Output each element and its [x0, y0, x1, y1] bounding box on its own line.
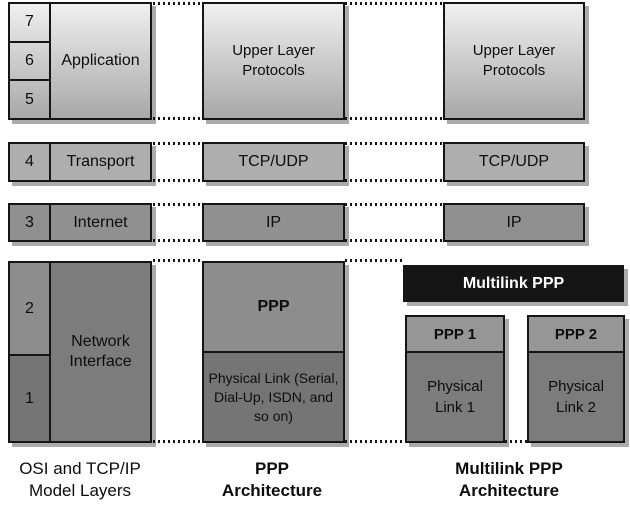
layer-7-cell: 7 — [10, 4, 49, 43]
internet-label: Internet — [73, 213, 128, 231]
dotted-connector — [153, 2, 202, 5]
multilink-ppp-bar: Multilink PPP — [403, 265, 624, 302]
application-layer-box: 7 6 5 Application — [8, 2, 152, 120]
layer-3-cell: 3 — [25, 213, 34, 231]
physical-link-2-label: Physical Link 2 — [529, 353, 623, 441]
physical-link-label: Physical Link (Serial, Dial-Up, ISDN, an… — [204, 353, 343, 441]
ip-label: IP — [506, 213, 522, 231]
upper-layer-protocols-label: Upper Layer Protocols — [232, 42, 315, 79]
dotted-connector — [345, 117, 443, 120]
upper-layer-protocols-label: Upper Layer Protocols — [472, 42, 556, 79]
ppp-physical-box: PPP Physical Link (Serial, Dial-Up, ISDN… — [202, 261, 345, 443]
ppp-upper-layer-protocols-box: Upper Layer Protocols — [202, 2, 345, 120]
layer-6-cell: 6 — [10, 43, 49, 82]
dotted-connector — [505, 440, 527, 443]
ppp-label: PPP — [204, 263, 343, 353]
layer-4-cell: 4 — [25, 153, 34, 170]
tcp-udp-label: TCP/UDP — [478, 153, 550, 170]
tcp-udp-label: TCP/UDP — [238, 153, 309, 170]
internet-layer-box: 3 Internet — [8, 203, 152, 242]
dotted-connector — [153, 440, 202, 443]
dotted-connector — [153, 203, 202, 206]
layer-1-cell: 1 — [10, 356, 49, 441]
multilink-tcp-udp-box: TCP/UDP — [443, 142, 585, 182]
physical-link-1-label: Physical Link 1 — [407, 353, 503, 441]
dotted-connector — [345, 179, 443, 182]
multilink-ip-box: IP — [443, 203, 585, 242]
multilink-upper-layer-protocols-box: Upper Layer Protocols — [443, 2, 585, 120]
dotted-connector — [345, 2, 443, 5]
layer-number-column: 2 1 — [10, 263, 51, 441]
dotted-connector — [153, 259, 202, 262]
dotted-connector — [345, 440, 405, 443]
ppp1-label: PPP 1 — [407, 317, 503, 353]
application-label: Application — [61, 52, 140, 69]
dotted-connector — [153, 179, 202, 182]
ip-label: IP — [265, 213, 282, 231]
dotted-connector — [345, 142, 443, 145]
layer-5-cell: 5 — [25, 90, 34, 108]
transport-layer-box: 4 Transport — [8, 142, 152, 182]
ppp-column-caption: PPP Architecture — [221, 459, 323, 500]
dotted-connector — [345, 259, 403, 262]
dotted-connector — [345, 203, 443, 206]
ppp-tcp-udp-box: TCP/UDP — [202, 142, 345, 182]
multilink-column-caption: Multilink PPP Architecture — [455, 459, 563, 500]
ppp-ip-box: IP — [202, 203, 345, 242]
layer-number-column: 3 — [10, 205, 51, 240]
network-interface-label: Network Interface — [69, 333, 132, 370]
dotted-connector — [153, 239, 202, 242]
dotted-connector — [153, 142, 202, 145]
transport-label: Transport — [66, 153, 135, 170]
dotted-connector — [345, 239, 443, 242]
layer-2-cell: 2 — [10, 263, 49, 356]
ppp2-label: PPP 2 — [529, 317, 623, 353]
ppp2-box: PPP 2 Physical Link 2 — [527, 315, 625, 443]
layer-number-column: 4 — [10, 144, 51, 180]
multilink-ppp-label: Multilink PPP — [462, 274, 565, 292]
layer-number-column: 7 6 5 — [10, 4, 51, 118]
network-interface-box: 2 1 Network Interface — [8, 261, 152, 443]
dotted-connector — [153, 117, 202, 120]
osi-column-caption: OSI and TCP/IP Model Layers — [19, 459, 141, 500]
ppp1-box: PPP 1 Physical Link 1 — [405, 315, 505, 443]
